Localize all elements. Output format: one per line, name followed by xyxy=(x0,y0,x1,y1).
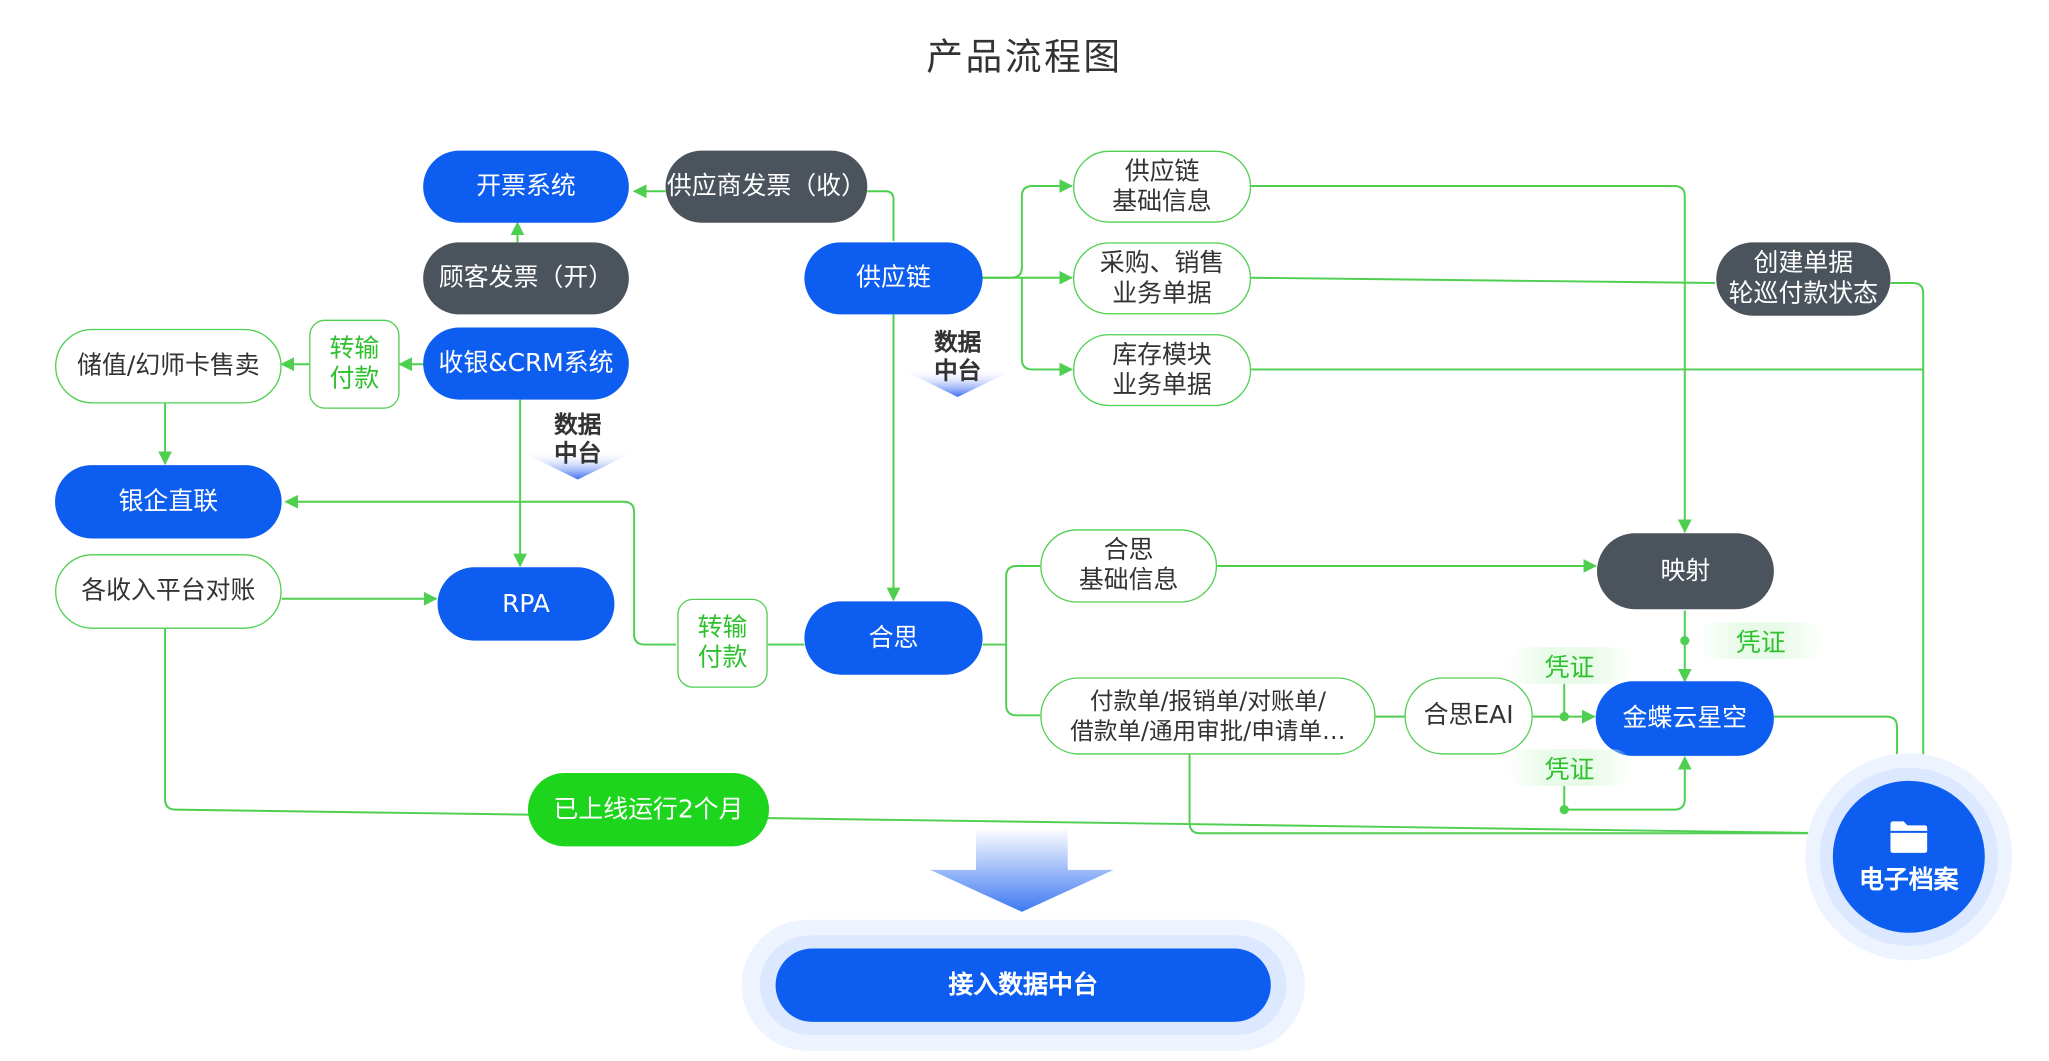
supply-basic-node: 供应链 基础信息 xyxy=(1072,150,1252,223)
big-down-arrow xyxy=(930,827,1114,912)
bank-direct-node: 银企直联 xyxy=(55,465,282,539)
data-center-label-1: 数据 中台 xyxy=(896,326,1019,407)
income-recon-node: 各收入平台对账 xyxy=(55,554,282,629)
documents-node: 付款单/报销单/对账单/ 借款单/通用审批/申请单… xyxy=(1040,677,1376,755)
transfer-pay-2-node: 转输 付款 xyxy=(677,598,768,688)
junction-dot xyxy=(1680,636,1690,646)
page-title: 产品流程图 xyxy=(926,35,1123,79)
edge-create-docs-to-e-archive xyxy=(1890,281,1931,783)
data-center-text: 数据 中台 xyxy=(554,411,602,468)
rpa-node: RPA xyxy=(437,567,615,641)
cashier-crm-node: 收银&CRM系统 xyxy=(423,327,629,400)
data-center-label-2: 数据 中台 xyxy=(516,409,639,490)
e-archive-label: 电子档案 xyxy=(1859,865,1959,895)
edge-supplier-invoice-to-supply-chain xyxy=(867,190,895,242)
transfer-pay-1-node: 转输 付款 xyxy=(309,319,400,409)
inventory-node: 库存模块 业务单据 xyxy=(1072,334,1252,407)
supplier-invoice-node: 供应商发票（收） xyxy=(665,150,868,223)
stored-card-node: 储值/幻师卡售卖 xyxy=(55,328,282,404)
edge-supply-chain-to-supply-basic xyxy=(982,179,1074,279)
customer-invoice-node: 顾客发票（开） xyxy=(423,242,629,315)
create-docs-node: 创建单据 轮巡付款状态 xyxy=(1716,242,1891,316)
online-2m-node: 已上线运行2个月 xyxy=(527,772,770,847)
voucher-label: 凭证 xyxy=(1506,647,1633,684)
data-center-arrow-2 xyxy=(518,450,637,480)
edge-hesi-to-hesi-basic xyxy=(982,564,1041,646)
access-data-node: 接入数据中台 xyxy=(775,948,1271,1022)
voucher-label: 凭证 xyxy=(1506,749,1633,787)
edge-supply-chain-to-inventory xyxy=(1020,277,1074,377)
voucher-label: 凭证 xyxy=(1697,622,1824,659)
junction-dot xyxy=(1559,712,1569,722)
edge-hesi-to-documents xyxy=(1005,644,1041,717)
hesi-node: 合思 xyxy=(804,601,983,675)
supply-chain-node: 供应链 xyxy=(804,242,983,315)
e-archive-node: 电子档案 xyxy=(1832,780,1985,933)
hesi-basic-node: 合思 基础信息 xyxy=(1040,529,1218,603)
edge-supply-basic-to-mapping xyxy=(1251,185,1692,534)
edge-documents-to-kingdee-bottom xyxy=(1188,754,1829,835)
invoice-system-node: 开票系统 xyxy=(423,150,629,223)
edge-transfer-pay-2-to-bank-direct xyxy=(284,494,677,646)
edge-voucher-3-to-kingdee xyxy=(1564,755,1692,811)
hesi-eai-node: 合思EAI xyxy=(1404,677,1533,755)
edge-kingdee-to-e-archive xyxy=(1773,715,1904,783)
data-center-arrow-1 xyxy=(898,368,1017,397)
purchase-sales-node: 采购、销售 业务单据 xyxy=(1072,242,1252,315)
data-center-text: 数据 中台 xyxy=(934,328,982,386)
edge-income-recon-to-e-archive xyxy=(164,628,1831,840)
edge-purchase-sales-to-e-archive xyxy=(1251,276,1715,284)
folder-icon xyxy=(1890,820,1928,853)
mapping-node: 映射 xyxy=(1597,533,1774,610)
junction-dot xyxy=(1559,805,1569,815)
kingdee-node: 金蝶云星空 xyxy=(1595,681,1774,756)
